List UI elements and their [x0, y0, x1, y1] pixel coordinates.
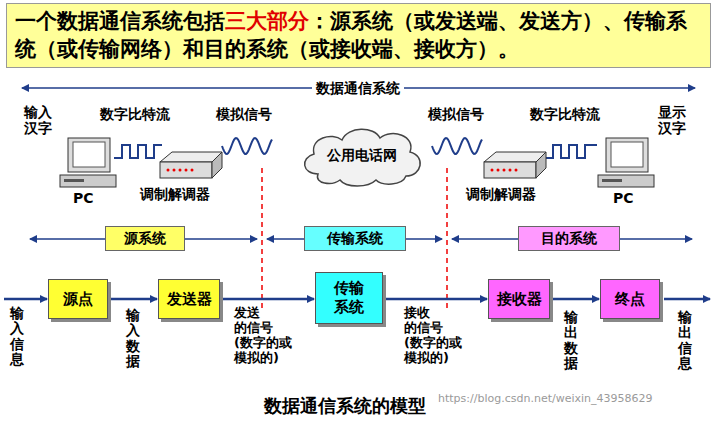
banner-text: 一个数据通信系统包括 [15, 9, 225, 33]
flow-arrow [384, 298, 487, 301]
box-text: 目的系统 [541, 230, 597, 248]
modem-icon [160, 152, 222, 178]
box-text: 源点 [63, 290, 93, 309]
box-text: 接收器 [497, 290, 542, 309]
box-text: 终点 [615, 290, 645, 309]
boundary-line [261, 168, 263, 308]
banner-text: 三大部分 [225, 9, 309, 33]
process-box: 传输 系统 [315, 272, 383, 324]
signal-label: 发送 的信号 (数字的或 模拟的) [234, 306, 300, 366]
pc-icon-part [73, 142, 105, 167]
modem-icon-part [484, 152, 546, 162]
flow-label: 输入信息 [10, 306, 24, 368]
modem-icon-part [536, 152, 546, 178]
pc-icon-part [602, 179, 622, 182]
modem-icon-part [173, 169, 176, 172]
flow-label: 输出信息 [678, 310, 692, 372]
box-text: 传输系统 [327, 230, 383, 248]
watermark: https://blog.csdn.net/weixin_43958629 [438, 393, 653, 406]
flow-arrow [4, 298, 47, 301]
pc-icon-part [598, 175, 654, 187]
signal-label: 模拟信号 [216, 106, 272, 122]
digital-wave [114, 145, 162, 158]
pc-icon-part [64, 179, 84, 182]
network-cloud: 公用电话网 [298, 124, 426, 188]
device-label: PC [613, 190, 634, 206]
flow-label: 输入数据 [126, 308, 140, 370]
modem-icon-part [160, 162, 212, 178]
caption: 数据通信系统的模型 [264, 396, 426, 417]
pc-icon [60, 138, 116, 187]
pc-icon [598, 138, 654, 187]
process-box: 接收器 [488, 279, 550, 319]
modem-icon [484, 152, 546, 178]
box-text: 发送器 [167, 290, 212, 309]
analog-wave [222, 138, 272, 154]
device-label: 显示 汉字 [658, 104, 692, 136]
device-label: 调制解调器 [140, 186, 210, 202]
modem-icon-part [503, 169, 506, 172]
analog-wave [432, 138, 482, 154]
modem-icon-part [497, 169, 500, 172]
modem-icon-part [515, 169, 518, 172]
signal-label: 数字比特流 [530, 106, 600, 122]
flow-arrow [221, 298, 314, 301]
flow-label: 输出数据 [564, 310, 578, 372]
modem-icon-part [167, 169, 170, 172]
pc-icon-part [60, 175, 116, 187]
region-label: 目的系统 [518, 226, 620, 251]
modem-icon-part [179, 169, 182, 172]
box-text: 公用电话网 [327, 147, 397, 165]
pc-icon-part [606, 138, 648, 172]
modem-icon-part [509, 169, 512, 172]
device-label: 调制解调器 [466, 186, 536, 202]
device-label: PC [73, 190, 94, 206]
signal-label: 数字比特流 [100, 106, 170, 122]
modem-icon-part [160, 152, 222, 162]
device-label: 输入 汉字 [24, 104, 58, 136]
span-label: 数据通信系统 [312, 80, 404, 96]
pc-icon-part [68, 138, 110, 172]
signal-label: 接收 的信号 (数字的或 模拟的) [404, 306, 470, 366]
region-label: 传输系统 [304, 226, 406, 251]
process-box: 终点 [600, 279, 660, 319]
title-banner: 一个数据通信系统包括三大部分：源系统（或发送端、发送方）、传输系统（或传输网络）… [6, 3, 711, 68]
flow-arrow [551, 298, 599, 301]
cloud-outline [305, 129, 421, 186]
box-text: 源系统 [124, 230, 166, 248]
modem-icon-part [212, 152, 222, 178]
modem-icon-part [185, 169, 188, 172]
modem-icon-part [491, 169, 494, 172]
boundary-line [446, 168, 448, 308]
region-label: 源系统 [105, 226, 185, 251]
digital-wave [545, 145, 597, 158]
box-text: 传输 系统 [329, 279, 369, 317]
pc-icon-part [611, 142, 643, 167]
signal-label: 模拟信号 [428, 106, 484, 122]
process-box: 发送器 [158, 279, 220, 319]
modem-icon-part [191, 169, 194, 172]
modem-icon-part [484, 162, 536, 178]
process-box: 源点 [48, 279, 108, 319]
flow-arrow [664, 298, 710, 301]
flow-arrow [109, 298, 157, 301]
